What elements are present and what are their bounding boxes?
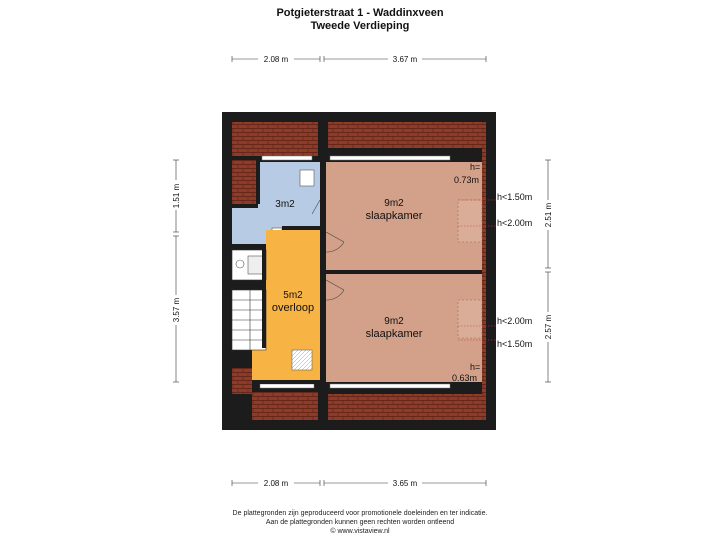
low-zone-top [457, 199, 483, 243]
bedroom-top-area: 9m2 [384, 198, 404, 209]
dimension-lines [173, 56, 551, 486]
roof-tiles-bottom-right [328, 394, 486, 420]
wall-vertical-center [320, 156, 326, 388]
low-zone-bottom [457, 299, 483, 339]
dim-bottom-left: 2.08 m [264, 479, 289, 488]
window-landing [259, 383, 315, 389]
disclaimer-line-2: Aan de plattegronden kunnen geen rechten… [265, 519, 455, 526]
dim-left-upper: 1.51 m [172, 183, 181, 208]
height-bottom-lt200: h<2.00m [497, 316, 532, 326]
roof-tiles-left-lower [232, 368, 252, 394]
height-top-lt150: h<1.50m [497, 192, 532, 202]
door-bedroom-bottom [325, 279, 345, 301]
height-bottom-lt150: h<1.50m [497, 339, 532, 349]
roof-tiles-top-right [328, 122, 486, 148]
bedroom-bottom-name: slaapkamer [366, 328, 423, 340]
bathroom-annex [232, 208, 272, 244]
toilet [299, 169, 315, 187]
wall-landing-bottom [252, 380, 322, 384]
window-bedroom-top [329, 155, 451, 161]
roof-tiles-right-edge [482, 122, 486, 420]
dim-right-lower: 2.57 m [544, 314, 553, 339]
height-top-value: 0.73m [454, 175, 479, 185]
landing-area: 5m2 [283, 290, 303, 301]
dim-top-left: 2.08 m [264, 55, 289, 64]
door-bedroom-top [325, 231, 345, 253]
bathroom-area: 3m2 [275, 199, 295, 210]
wall-bathroom-left [256, 156, 260, 204]
dim-top-right: 3.67 m [393, 55, 418, 64]
window-bedroom-bottom [329, 383, 451, 389]
height-bottom-value: 0.63m [452, 373, 477, 383]
wall-landing-left [262, 244, 266, 348]
landing-hatch [291, 349, 313, 371]
washing-machine [247, 255, 265, 275]
dim-left-lower: 3.57 m [172, 297, 181, 322]
plan-title: Potgieterstraat 1 - Waddinxveen [276, 7, 444, 19]
roof-tiles-top-left [232, 122, 318, 156]
height-top-lt200: h<2.00m [497, 218, 532, 228]
bedroom-bottom [326, 274, 482, 382]
wall-bathroom-bottom [282, 226, 320, 230]
drain [235, 259, 245, 269]
copyright-link[interactable]: © www.vistaview.nl [330, 528, 390, 535]
landing-corner [252, 348, 270, 382]
disclaimer-line-1: De plattegronden zijn geproduceerd voor … [232, 510, 488, 517]
stair-treads [232, 290, 266, 350]
landing-name: overloop [272, 302, 314, 314]
door-bathroom [311, 199, 321, 215]
roof-tiles-left-upper [232, 160, 258, 204]
bedroom-bottom-area: 9m2 [384, 316, 404, 327]
window-bathroom [261, 155, 313, 161]
wall-bedrooms-divider [326, 270, 482, 274]
height-leader-lines [458, 199, 496, 341]
dim-right-upper: 2.51 m [544, 202, 553, 227]
height-top-label: h= [470, 162, 480, 172]
height-bottom-label: h= [470, 362, 480, 372]
bedroom-top-name: slaapkamer [366, 210, 423, 222]
bedroom-top [326, 162, 482, 270]
dim-bottom-right: 3.65 m [393, 479, 418, 488]
roof-tiles-bottom-left [252, 392, 318, 420]
floor-subtitle: Tweede Verdieping [310, 20, 410, 32]
